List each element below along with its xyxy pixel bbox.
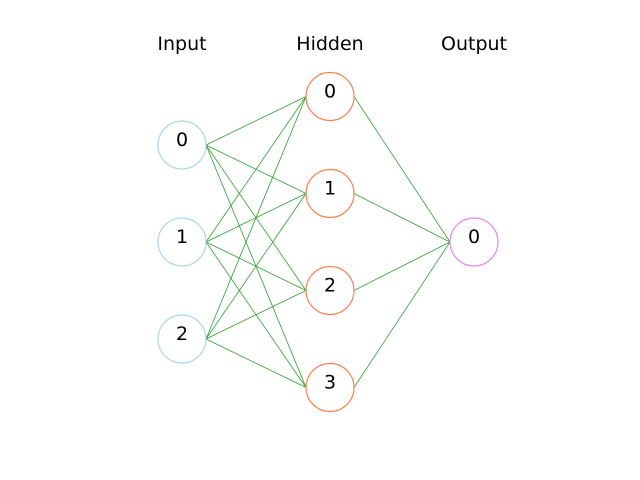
edge-hidden-0-to-output-0: [353, 96, 451, 243]
node-output-0: 0: [449, 217, 499, 267]
node-input-2: 2: [157, 314, 207, 364]
node-hidden-2: 2: [305, 265, 355, 316]
edge-input-2-to-hidden-1: [205, 193, 307, 340]
edge-input-2-to-hidden-0: [205, 96, 307, 340]
node-hidden-0: 0: [305, 71, 355, 122]
node-label: 2: [324, 275, 336, 297]
node-hidden-3: 3: [305, 362, 355, 413]
node-circle: [449, 217, 499, 267]
edge-hidden-3-to-output-0: [353, 241, 451, 388]
edge-input-0-to-hidden-0: [205, 96, 307, 146]
node-circle: [157, 217, 207, 267]
node-label: 1: [176, 226, 188, 248]
edge-hidden-2-to-output-0: [353, 241, 451, 291]
layer-title-hidden: Hidden: [296, 33, 363, 55]
edge-input-2-to-hidden-2: [205, 290, 307, 340]
edge-input-2-to-hidden-3: [205, 338, 307, 388]
node-group: 0 1 2 0 1 2 3 0: [157, 71, 499, 413]
node-hidden-1: 1: [305, 168, 355, 219]
node-circle: [305, 362, 355, 413]
node-circle: [305, 71, 355, 122]
node-circle: [305, 168, 355, 219]
node-circle: [157, 314, 207, 364]
node-label: 0: [176, 129, 188, 151]
layer-titles: Input Hidden Output: [157, 33, 507, 55]
node-label: 0: [468, 226, 480, 248]
node-label: 1: [324, 178, 336, 200]
node-circle: [157, 120, 207, 170]
edge-hidden-1-to-output-0: [353, 193, 451, 243]
node-label: 2: [176, 323, 188, 345]
layer-title-input: Input: [157, 33, 206, 55]
layer-title-output: Output: [441, 33, 507, 55]
node-input-0: 0: [157, 120, 207, 170]
edge-input-1-to-hidden-0: [205, 96, 307, 243]
node-label: 3: [324, 372, 336, 394]
node-circle: [305, 265, 355, 316]
node-input-1: 1: [157, 217, 207, 267]
edge-group: [205, 96, 451, 388]
node-label: 0: [324, 81, 336, 103]
